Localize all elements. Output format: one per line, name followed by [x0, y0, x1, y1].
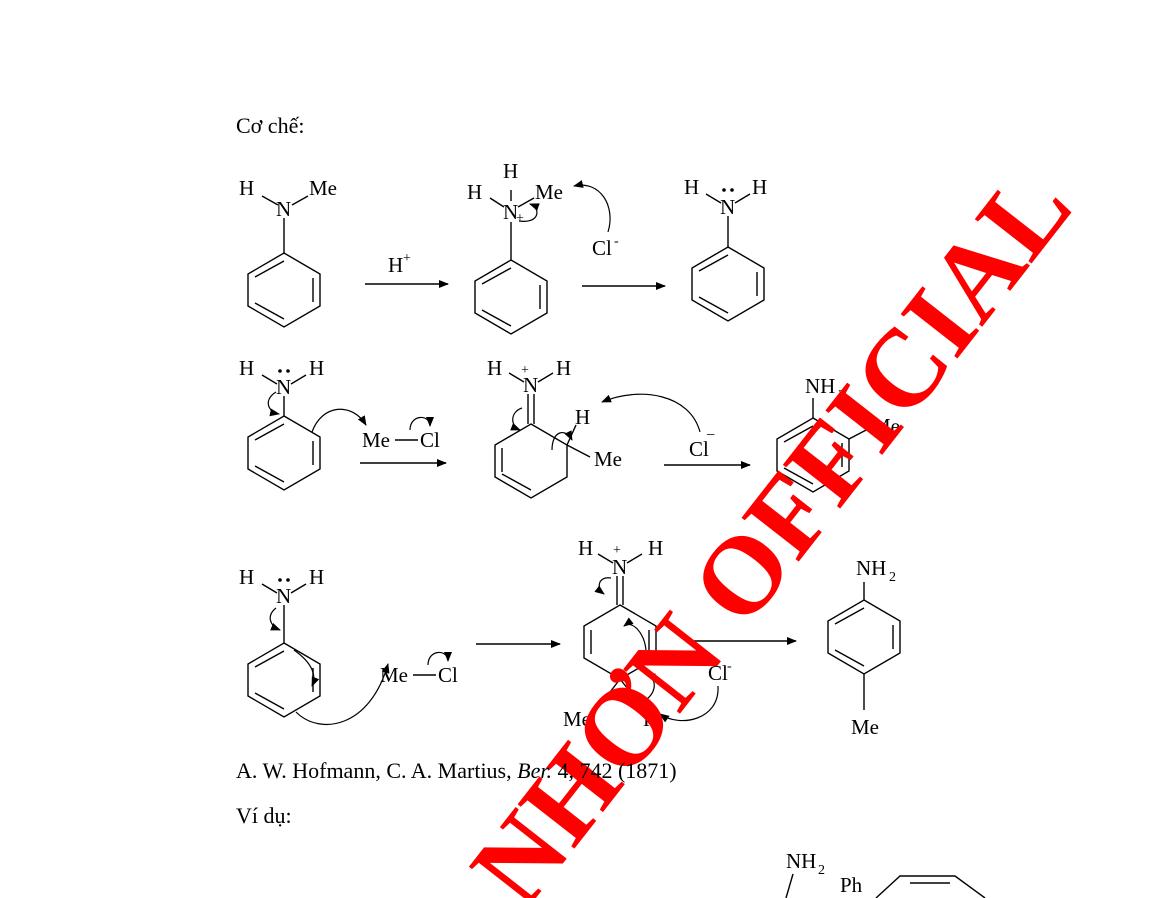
ex-ph-label: Ph [840, 873, 863, 897]
r1b-n-label: N [503, 200, 518, 224]
r1a-n-label: N [276, 197, 291, 221]
r2-me-label: Me [362, 428, 390, 452]
row2-arrow1: Me Cl [360, 416, 447, 467]
r1a-me-label: Me [309, 176, 337, 200]
watermark-text: NHƠN OFFICIAL [447, 147, 1094, 898]
r1-cl-label: Cl [592, 236, 612, 260]
row2-o-toluidine: NH 2 Me [776, 374, 900, 493]
r2b-plus-label: + [521, 363, 529, 378]
row1-aniline: H N H [684, 175, 767, 322]
ex-sub2-label: 2 [818, 863, 825, 878]
example-structure: NH 2 Ph [785, 849, 986, 898]
r3a-h-right-label: H [309, 565, 324, 589]
r3b-h-left-label: H [578, 536, 593, 560]
r3b-me-label: Me [563, 707, 591, 731]
r3c-sub2-label: 2 [889, 570, 896, 585]
r2-cl-label: Cl [420, 428, 440, 452]
r3-me-label: Me [380, 663, 408, 687]
row2-sigma-complex: H N + H H Me [487, 356, 701, 499]
r2b-h-label: H [575, 405, 590, 429]
r1b-me-label: Me [535, 180, 563, 204]
r3c-nh-label: NH [856, 556, 886, 580]
r2a-h-right-label: H [309, 356, 324, 380]
r1b-plus-label: + [516, 211, 524, 226]
r2a-h-left-label: H [239, 356, 254, 380]
r2-cl2-label: Cl [689, 437, 709, 461]
r3b-plus-label: + [613, 543, 621, 558]
row1-arrow1: H + [365, 251, 449, 288]
row3-p-toluidine: NH 2 Me [827, 556, 901, 739]
r2a-n-label: N [276, 375, 291, 399]
r1c-n-label: N [720, 195, 735, 219]
r3b-h-label: H [643, 707, 658, 731]
r2b-h-left-label: H [487, 356, 502, 380]
r2c-nh-label: NH [805, 374, 835, 398]
r3-cl2-minus-label: - [727, 659, 732, 674]
r2c-me-label: Me [872, 414, 900, 438]
r2c-sub2-label: 2 [838, 388, 845, 403]
r2-cl2-minus-label: − [706, 427, 715, 444]
reagent-h-label: H [388, 253, 403, 277]
r2b-me-label: Me [594, 447, 622, 471]
mechanism-label: Cơ chế: [236, 113, 305, 138]
r3a-n-label: N [276, 584, 291, 608]
r2b-h-right-label: H [556, 356, 571, 380]
example-label: Ví dụ: [236, 803, 292, 828]
watermark: NHƠN OFFICIAL [447, 147, 1094, 898]
row3-sigma-complex: H N + H Me H Cl - [563, 536, 732, 731]
r1b-h-top-label: H [503, 159, 518, 183]
row1-anilinium: H H N + Me Cl - [467, 159, 619, 335]
ex-nh-label: NH [786, 849, 816, 873]
r3a-h-left-label: H [239, 565, 254, 589]
r1-cl-minus-label: - [614, 234, 619, 249]
reagent-plus-label: + [403, 251, 411, 266]
r1c-h-right-label: H [752, 175, 767, 199]
r1b-h-left-label: H [467, 180, 482, 204]
r2b-n-label: N [523, 373, 538, 397]
row3-methyl-chloride: Me Cl [380, 651, 458, 687]
citation: A. W. Hofmann, C. A. Martius, Ber. 4, 74… [236, 758, 677, 784]
citation-journal: Ber. [517, 758, 552, 783]
citation-authors: A. W. Hofmann, C. A. Martius, [236, 758, 518, 783]
row1-n-methylaniline: H N Me [239, 176, 337, 328]
r3-cl-label: Cl [438, 663, 458, 687]
row2-aniline: H N H [239, 356, 367, 491]
row3-aniline: H N H [239, 565, 390, 725]
r3b-h-right-label: H [648, 536, 663, 560]
r3b-n-label: N [612, 555, 627, 579]
r1c-h-left-label: H [684, 175, 699, 199]
row2-arrow2: Cl − [664, 427, 751, 469]
r1a-h-label: H [239, 176, 254, 200]
r3-cl2-label: Cl [708, 661, 728, 685]
citation-rest: 4, 742 (1871) [551, 758, 677, 783]
r3c-me-label: Me [851, 715, 879, 739]
